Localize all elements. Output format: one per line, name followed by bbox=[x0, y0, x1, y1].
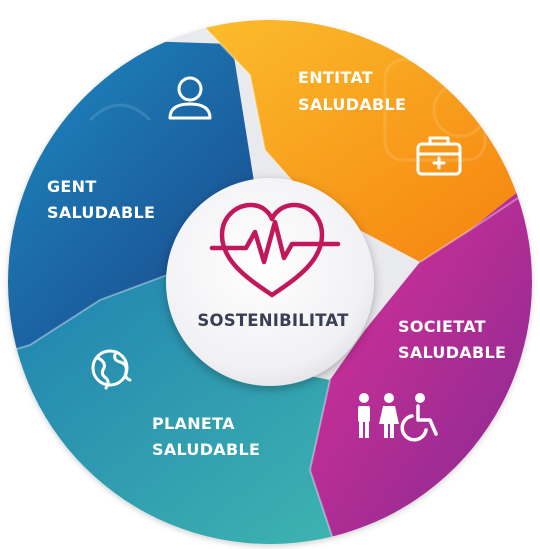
first-aid-kit-icon bbox=[416, 136, 462, 176]
segment-societat-line1: SOCIETAT bbox=[398, 317, 486, 336]
background-motifs bbox=[88, 58, 488, 162]
segment-gent-line2: SALUDABLE bbox=[47, 203, 155, 222]
center-disc bbox=[166, 178, 374, 386]
heart-pulse-icon bbox=[209, 202, 341, 298]
segment-entitat-line2: SALUDABLE bbox=[298, 95, 406, 114]
center-label: SOSTENIBILITAT bbox=[197, 311, 349, 330]
segment-entitat-line1: ENTITAT bbox=[298, 68, 373, 87]
people-accessibility-icon bbox=[358, 393, 438, 442]
gent-label-group: GENT SALUDABLE bbox=[47, 177, 155, 222]
segment-planeta-line2: SALUDABLE bbox=[152, 440, 260, 459]
segment-gent-line1: GENT bbox=[47, 177, 97, 196]
entitat-label-group: ENTITAT SALUDABLE bbox=[298, 68, 406, 114]
segment-societat-line2: SALUDABLE bbox=[398, 343, 506, 362]
person-icon bbox=[168, 76, 212, 120]
segment-planeta-line1: PLANETA bbox=[152, 414, 235, 433]
globe-icon bbox=[91, 349, 132, 390]
planeta-label-group: PLANETA SALUDABLE bbox=[152, 414, 260, 459]
societat-label-group: SOCIETAT SALUDABLE bbox=[398, 317, 506, 362]
